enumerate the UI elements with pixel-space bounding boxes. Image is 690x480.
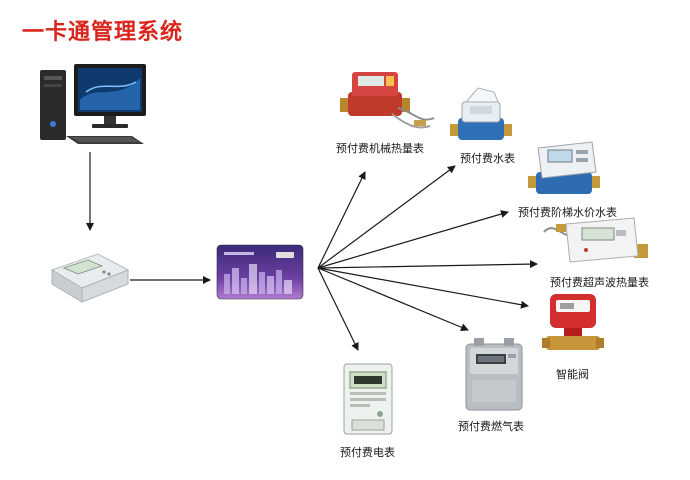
device-label-mech-heat-meter: 预付费机械热量表 bbox=[336, 142, 424, 155]
card-reader-icon bbox=[50, 253, 130, 303]
arrow-to-mech-heat-meter bbox=[317, 171, 366, 269]
arrow-to-gas-meter bbox=[317, 267, 469, 332]
water-meter-icon bbox=[450, 87, 512, 140]
device-label-smart-valve: 智能阀 bbox=[556, 368, 589, 381]
device-label-ultrasonic-heat-meter: 预付费超声波热量表 bbox=[550, 276, 649, 289]
device-label-electric-meter: 预付费电表 bbox=[340, 446, 395, 459]
page-title: 一卡通管理系统 bbox=[22, 20, 184, 45]
gas-meter-icon bbox=[465, 338, 523, 411]
ultrasonic-heat-meter-icon bbox=[543, 217, 648, 263]
arrow-to-electric-meter bbox=[317, 267, 359, 351]
desktop-computer-icon bbox=[40, 64, 146, 144]
mechanical-heat-meter-icon bbox=[340, 72, 435, 129]
arrow-to-ultrasonic-heat-meter bbox=[317, 260, 538, 269]
arrow-to-smart-valve bbox=[317, 267, 529, 309]
electric-meter-icon bbox=[343, 363, 393, 435]
smart-valve-icon bbox=[542, 294, 604, 350]
arrow-to-water-meter bbox=[317, 165, 456, 269]
tiered-water-meter-icon bbox=[528, 141, 600, 194]
device-label-gas-meter: 预付费燃气表 bbox=[458, 420, 524, 433]
device-label-tiered-water-meter: 预付费阶梯水价水表 bbox=[518, 206, 617, 219]
device-label-water-meter: 预付费水表 bbox=[460, 152, 515, 165]
arrow-to-tiered-water-meter bbox=[317, 210, 509, 269]
ic-card-icon bbox=[216, 244, 304, 300]
